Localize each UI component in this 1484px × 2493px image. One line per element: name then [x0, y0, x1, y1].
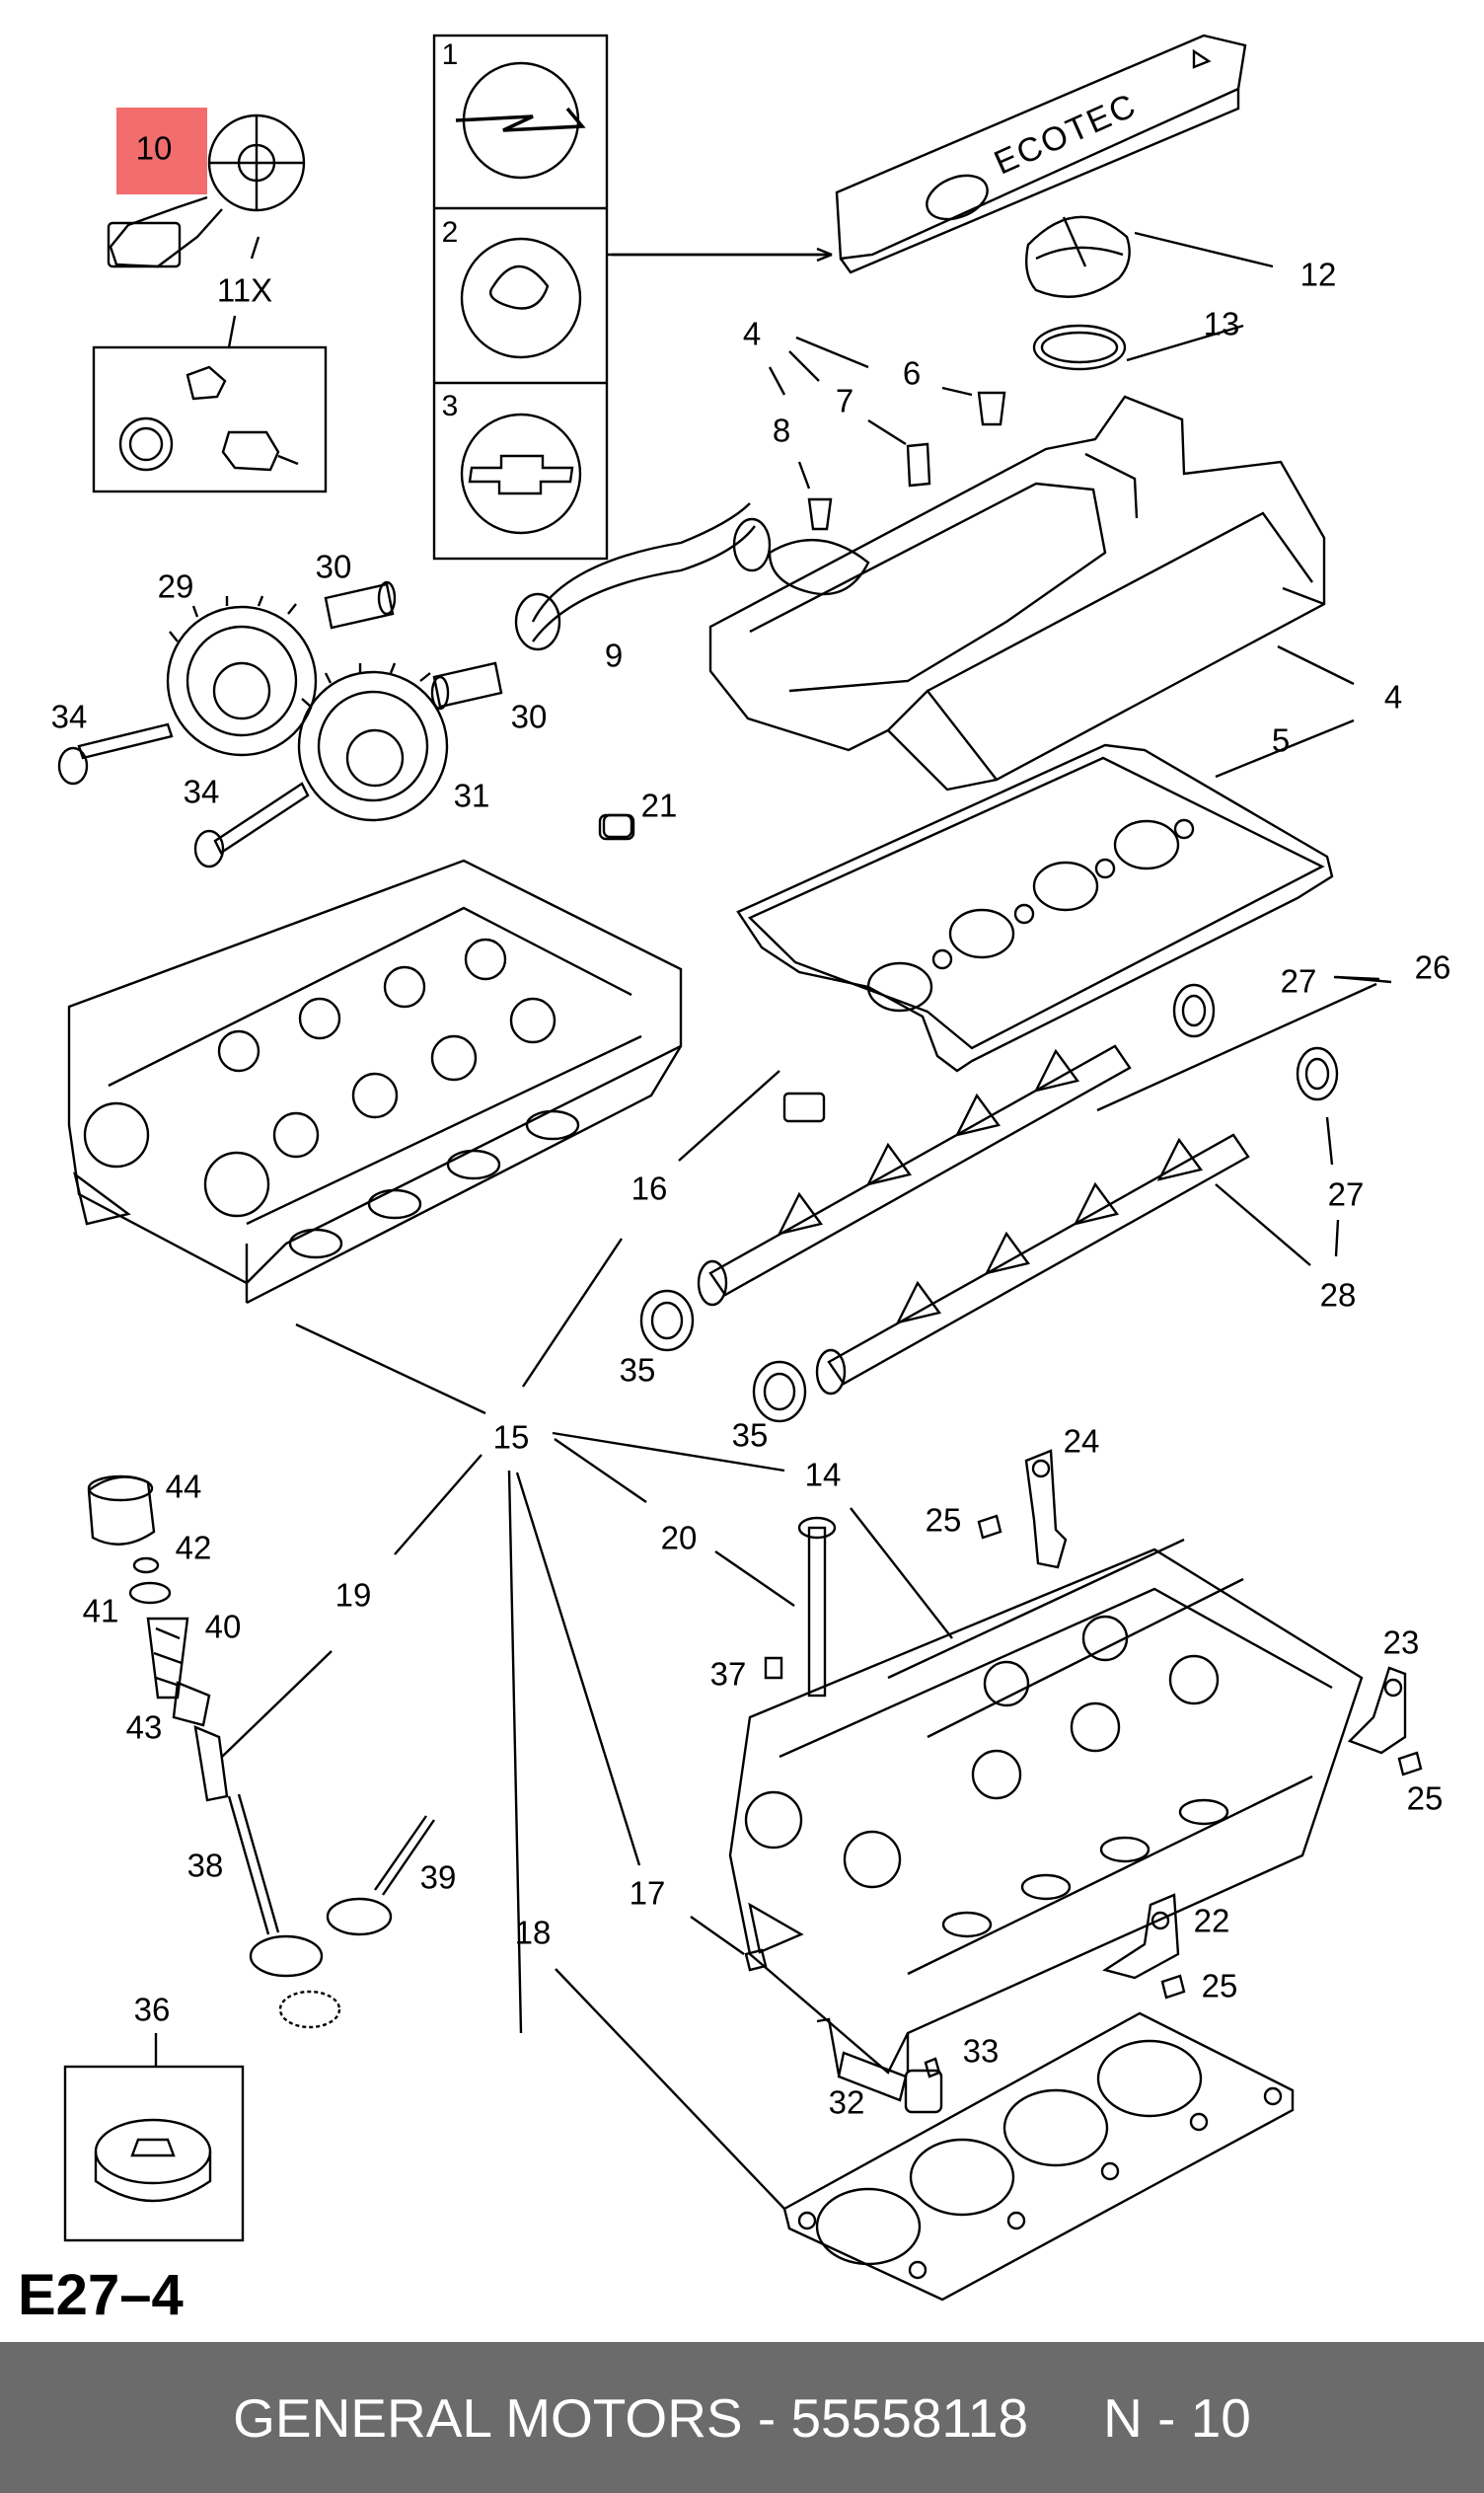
oil-control-solenoid — [816, 2017, 943, 2114]
pcv-hose — [514, 502, 772, 651]
engine-cover — [835, 34, 1247, 274]
callout-label: 40 — [204, 1608, 242, 1645]
part-number-text: GENERAL MOTORS - 55558118 — [233, 2386, 1029, 2449]
callout-label: 2 — [441, 216, 459, 249]
callout-label: 18 — [514, 1914, 552, 1951]
callout-label: 37 — [709, 1655, 747, 1693]
callout-label: 26 — [1414, 948, 1451, 986]
callout-label: 9 — [604, 637, 624, 674]
callout-label: 31 — [453, 777, 490, 814]
callout-label: 4 — [742, 315, 762, 352]
leader-lines — [154, 231, 1392, 2210]
oil-cap — [1025, 215, 1131, 371]
part-info-bar: GENERAL MOTORS - 55558118 N - 10 — [0, 2342, 1484, 2493]
sensor-kit-box — [92, 345, 328, 493]
callout-label: 16 — [631, 1170, 668, 1207]
emblem-box — [432, 34, 833, 561]
plug-kit-box — [63, 2065, 245, 2242]
callout-label: 14 — [804, 1456, 842, 1493]
callout-label: 33 — [962, 2032, 1000, 2070]
callout-label: 22 — [1193, 1902, 1230, 1939]
callout-label: 27 — [1280, 962, 1317, 1000]
callout-label: 39 — [419, 1858, 457, 1896]
callout-label: 30 — [510, 698, 548, 735]
camshaft-exhaust — [815, 1133, 1250, 1396]
callout-label: 1 — [441, 38, 459, 71]
plug — [598, 813, 635, 841]
callout-label: 17 — [629, 1874, 666, 1912]
callout-label: 30 — [315, 548, 352, 585]
callout-label: 23 — [1382, 1624, 1420, 1661]
callout-label: 32 — [828, 2083, 865, 2121]
camshaft-intake — [697, 1044, 1132, 1307]
callout-label: 27 — [1327, 1175, 1365, 1213]
small-fasteners — [602, 391, 1006, 839]
cam-cover-gasket — [736, 743, 1334, 1073]
callout-label: 43 — [125, 1708, 163, 1746]
callout-label: 34 — [183, 773, 220, 810]
cylinder-head-main — [67, 859, 683, 1305]
cam-phaser-exhaust — [297, 662, 449, 822]
callout-label: 36 — [133, 1991, 171, 2028]
callout-label: 5 — [1271, 721, 1291, 759]
cylinder-head-assembled — [728, 1538, 1364, 2075]
phaser-bolts — [57, 722, 310, 869]
callout-label: 8 — [772, 412, 791, 449]
callout-label: 10 — [135, 129, 173, 167]
callout-label: 12 — [1299, 256, 1337, 293]
callout-label: 34 — [50, 698, 88, 735]
callout-label: 21 — [640, 787, 678, 824]
callout-label: 29 — [157, 567, 194, 605]
callout-label: 44 — [165, 1468, 202, 1505]
highlight-marker — [116, 108, 207, 194]
callout-label: 35 — [731, 1416, 769, 1454]
position-text: N - 10 — [1103, 2386, 1251, 2449]
cam-phaser-intake — [166, 595, 318, 757]
camshaft-seals — [639, 983, 1339, 1423]
head-bolt — [744, 1516, 837, 1972]
callout-label: 4 — [1383, 678, 1403, 716]
head-gasket — [782, 2011, 1295, 2302]
callout-label: 38 — [186, 1847, 224, 1884]
cam-sensor — [107, 113, 306, 268]
callout-label: 25 — [925, 1501, 962, 1539]
oil-control-sleeves — [324, 580, 503, 711]
brackets — [977, 1449, 1423, 2000]
callout-label: 7 — [835, 382, 854, 419]
callout-label: 24 — [1063, 1422, 1100, 1460]
callout-label: 15 — [492, 1418, 530, 1456]
camshaft-cover — [708, 395, 1326, 792]
callout-label: 13 — [1203, 305, 1240, 342]
callout-label: 3 — [441, 390, 459, 422]
sheet-code: E27–4 — [18, 2263, 184, 2327]
valve-train — [87, 1474, 435, 2029]
callout-label: 41 — [82, 1592, 119, 1629]
callout-label: 20 — [660, 1519, 698, 1556]
callout-label: 28 — [1319, 1276, 1357, 1314]
callout-label: 25 — [1406, 1779, 1444, 1817]
diagram-drawing — [57, 34, 1423, 2302]
callout-label: 42 — [175, 1529, 212, 1566]
callout-label: 35 — [619, 1351, 656, 1389]
callout-label: 25 — [1201, 1967, 1238, 2004]
callout-label: 6 — [902, 354, 922, 392]
callout-label: 19 — [334, 1576, 372, 1614]
callout-label: 11X — [216, 271, 273, 309]
